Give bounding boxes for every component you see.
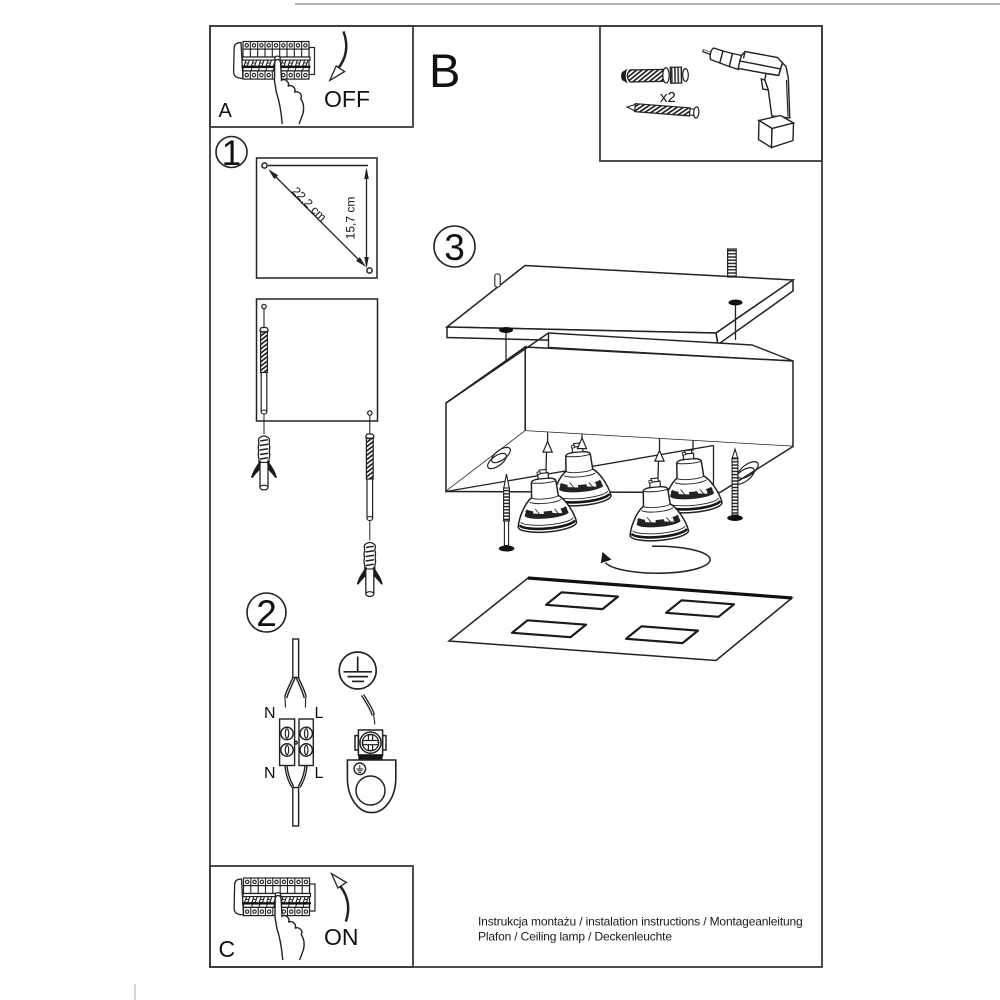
svg-text:Instrukcja montażu / instalati: Instrukcja montażu / instalation instruc… xyxy=(478,915,803,929)
svg-text:N: N xyxy=(264,705,276,722)
svg-text:N: N xyxy=(264,765,276,782)
svg-text:ON: ON xyxy=(324,924,359,950)
svg-text:3: 3 xyxy=(444,227,465,268)
svg-text:B: B xyxy=(429,44,460,97)
svg-text:2: 2 xyxy=(256,593,277,634)
svg-text:A: A xyxy=(219,100,233,122)
svg-text:OFF: OFF xyxy=(324,86,370,112)
svg-text:C: C xyxy=(219,936,236,962)
svg-text:22,2 cm: 22,2 cm xyxy=(289,184,329,224)
svg-text:15,7 cm: 15,7 cm xyxy=(344,197,358,240)
svg-text:Plafon / Ceiling lamp / Decken: Plafon / Ceiling lamp / Deckenleuchte xyxy=(478,930,672,944)
svg-text:L: L xyxy=(315,765,324,782)
svg-text:1: 1 xyxy=(222,134,241,173)
svg-text:L: L xyxy=(315,705,324,722)
svg-text:x2: x2 xyxy=(660,89,676,106)
